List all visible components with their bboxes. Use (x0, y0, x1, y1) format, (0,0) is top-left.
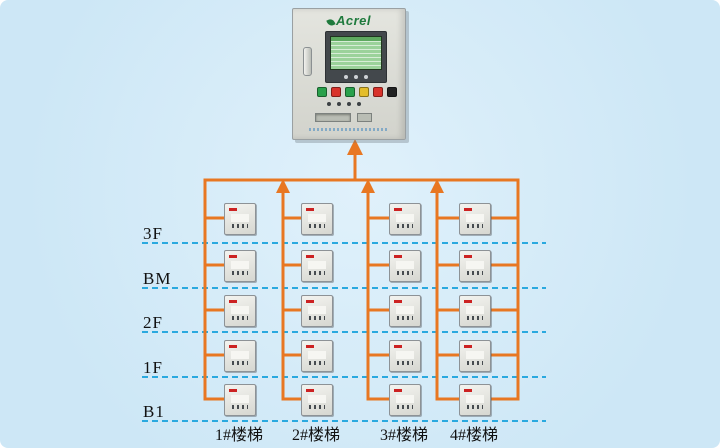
monitor-device (459, 250, 491, 282)
up-arrow-icon (347, 139, 363, 155)
control-panel: Acrel (292, 8, 406, 140)
floor-label: B1 (143, 402, 165, 421)
monitor-device (301, 203, 333, 235)
stair-label: 1#楼梯 (214, 427, 263, 444)
panel-led-row (327, 102, 361, 106)
key-switch (357, 113, 372, 122)
indicator-tube (303, 47, 312, 76)
monitor-device (389, 295, 421, 327)
wire-bus-and-outer-risers (203, 178, 520, 401)
monitor-device (224, 250, 256, 282)
panel-button-row (317, 87, 397, 97)
panel-button (373, 87, 383, 97)
monitor-device (389, 203, 421, 235)
panel-button (359, 87, 369, 97)
screen-keys (326, 75, 386, 79)
stair-label: 2#楼梯 (291, 427, 340, 444)
monitor-device (389, 250, 421, 282)
up-arrow-icon (361, 179, 375, 193)
monitor-device (301, 384, 333, 416)
monitor-device (301, 340, 333, 372)
monitor-device (224, 340, 256, 372)
display-bezel (325, 31, 387, 83)
monitor-device (224, 384, 256, 416)
floor-label: BM (143, 269, 172, 288)
monitor-device (301, 250, 333, 282)
bus-wiring (203, 139, 520, 401)
panel-button (331, 87, 341, 97)
up-arrow-icon (276, 179, 290, 193)
monitor-device (224, 203, 256, 235)
brand-text: Acrel (335, 13, 372, 28)
printer-slot (315, 113, 351, 122)
acrel-leaf-icon (326, 17, 336, 28)
monitor-device (389, 384, 421, 416)
monitor-device (459, 203, 491, 235)
monitor-device (224, 295, 256, 327)
brand-logo: Acrel (293, 13, 405, 28)
stair-label: 3#楼梯 (379, 427, 428, 444)
up-arrow-icon (430, 179, 444, 193)
monitor-device (389, 340, 421, 372)
floor-guide-lines (142, 242, 546, 422)
panel-button (345, 87, 355, 97)
floor-label: 3F (143, 224, 163, 243)
manufacturer-text-line (309, 128, 389, 131)
monitor-device (459, 384, 491, 416)
monitor-device (301, 295, 333, 327)
panel-button (387, 87, 397, 97)
floor-label: 1F (143, 358, 163, 377)
panel-button (317, 87, 327, 97)
lcd-screen (330, 36, 382, 70)
floor-label: 2F (143, 313, 163, 332)
monitor-device (459, 295, 491, 327)
monitor-device (459, 340, 491, 372)
stair-label: 4#楼梯 (449, 427, 498, 444)
